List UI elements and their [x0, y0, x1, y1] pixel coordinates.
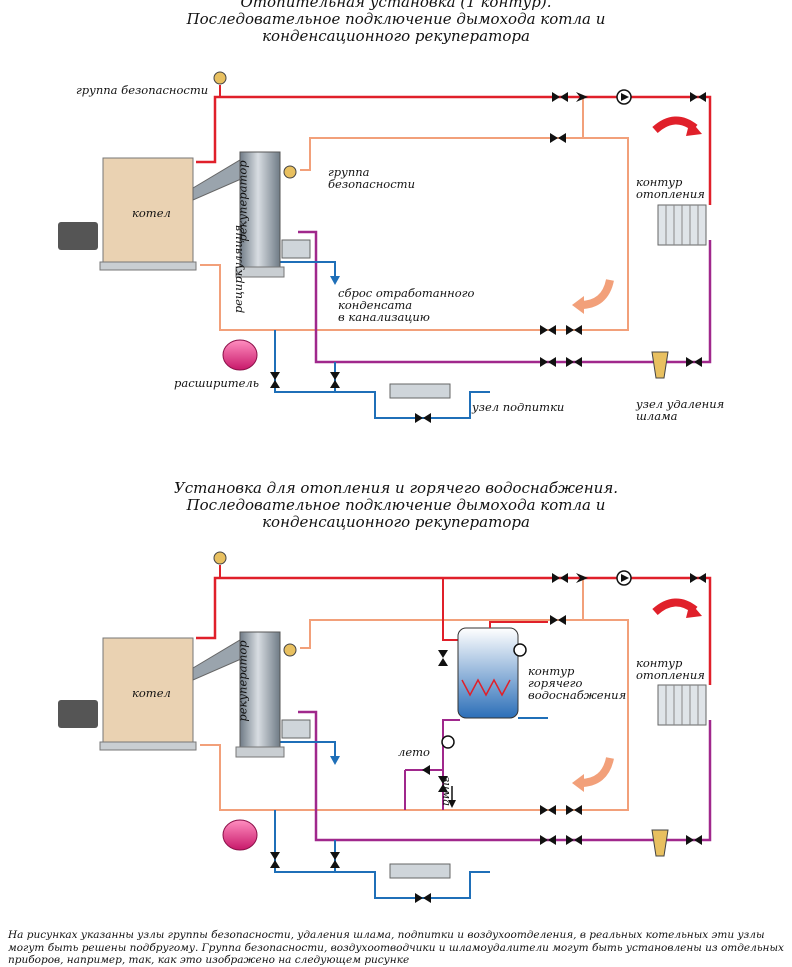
label-sludge-line2: шлама: [636, 409, 678, 423]
safety-group-icon-2: [213, 551, 227, 565]
label-expansion-tank: расширитель: [174, 376, 260, 390]
label-sludge-line1: узел удаления: [636, 397, 725, 411]
dhw-pump-icon: [513, 643, 527, 657]
makeup-unit-icon-2: [389, 863, 451, 879]
makeup-pipe: [274, 330, 490, 419]
three-way-valve-icon-2: [576, 573, 588, 583]
diagram2: [58, 551, 712, 903]
diagram1-title-line3: конденсационного рекуператора: [262, 27, 530, 45]
label-heating-circuit-2: контур отопления: [636, 657, 705, 681]
label-dhw-circuit: контур горячего водоснабжения: [528, 665, 626, 701]
sludge-separator-icon: [651, 351, 669, 379]
three-way-valve-icon: [576, 92, 588, 102]
label-boiler-2: котел: [132, 686, 171, 700]
label-summer: лето: [398, 745, 430, 759]
radiator-icon: [657, 204, 707, 246]
return-pipe-2: [298, 710, 712, 842]
label-condensate-drain: сброс отработанного конденсата в канализ…: [338, 287, 474, 323]
label-dhw-line2: горячего: [528, 676, 583, 690]
valve-icons: [270, 92, 706, 423]
diagram2-title-line1: Установка для отопления и горячего водос…: [173, 479, 619, 497]
condensate-drain-pipe: [275, 261, 336, 278]
burner-icon-2: [58, 700, 98, 728]
dhw-hot-out: [489, 621, 548, 628]
condensate-trap-2: [281, 719, 311, 739]
radiator-icon-2: [657, 684, 707, 726]
label-winter: зима: [440, 776, 454, 807]
diagram2-title-line3: конденсационного рекуператора: [262, 513, 530, 531]
boiler-base: [99, 261, 197, 271]
makeup-unit-icon: [389, 383, 451, 399]
label-heating-circuit-2-line1: контур: [636, 656, 683, 670]
label-safety-group-2-line1: группа: [328, 165, 370, 179]
recuperator-2: [239, 631, 281, 748]
flow-arrow-bottom-2: [579, 757, 614, 787]
label-heating-circuit-2-line2: отопления: [636, 668, 705, 682]
label-dhw-line1: контур: [528, 664, 575, 678]
supply-pipe: [196, 95, 712, 205]
safety-group-2b-icon: [283, 643, 297, 657]
diagram1-title: Отопительная установка (1 контур). После…: [0, 0, 792, 45]
label-recuperator-2: рекуператор: [235, 640, 250, 722]
diagram2-title-line2: Последовательное подключение дымохода ко…: [186, 496, 606, 514]
label-heating-circuit-line2: отопления: [636, 187, 705, 201]
supply-pipe-2: [196, 576, 712, 685]
label-condensate-line2: конденсата: [338, 298, 413, 312]
condensate-trap: [281, 239, 311, 259]
diagram1-title-line1: Отопительная установка (1 контур).: [240, 0, 552, 11]
boiler-base-2: [99, 741, 197, 751]
flow-arrow-bottom-head-2: [572, 774, 584, 792]
recuperator-outlet-pipe-2: [200, 619, 629, 811]
drain-arrow-head: [330, 276, 340, 285]
expansion-tank: [222, 339, 258, 371]
label-recirculation: рециркуляция: [231, 224, 246, 314]
label-dhw-line3: водоснабжения: [528, 688, 627, 702]
recuperator-base-2: [235, 746, 285, 758]
makeup-pipe-2: [274, 810, 490, 899]
return-pipe: [298, 230, 712, 364]
footnote: На рисунках указанны узлы группы безопас…: [8, 929, 784, 966]
flow-arrow-bottom: [579, 279, 614, 309]
label-safety-group-2: группа безопасности: [328, 166, 415, 190]
diagram1-title-line2: Последовательное подключение дымохода ко…: [186, 10, 606, 28]
valve-icons-2: [270, 573, 706, 903]
boiler: [102, 157, 194, 263]
flow-arrow-top-head: [686, 120, 702, 136]
label-boiler: котел: [132, 206, 171, 220]
diagram1: [58, 71, 712, 423]
drain-arrow-head-2: [330, 756, 340, 765]
condensate-drain-pipe-2: [275, 741, 336, 758]
dhw-tank: [457, 627, 519, 719]
safety-group-icon: [213, 71, 227, 85]
summer-arrow-icon: [422, 765, 430, 775]
label-condensate-line3: в канализацию: [338, 310, 430, 324]
winter-arrow-icon: [448, 800, 456, 808]
diagram2-title: Установка для отопления и горячего водос…: [0, 480, 792, 531]
flow-arrow-bottom-head: [572, 296, 584, 314]
tank-coil: [461, 678, 511, 697]
label-makeup-unit: узел подпитки: [472, 400, 565, 414]
label-heating-circuit-line1: контур: [636, 175, 683, 189]
pump-arrow: [621, 93, 629, 101]
label-condensate-line1: сброс отработанного: [338, 286, 475, 300]
boiler-2: [102, 637, 194, 743]
label-safety-group: группа безопасности: [76, 83, 209, 97]
label-safety-group-2-line2: безопасности: [328, 177, 415, 191]
pump-arrow-2: [621, 574, 629, 582]
recuperator-base: [235, 266, 285, 278]
sludge-separator-icon-2: [651, 829, 669, 857]
flow-arrow-top-head-2: [686, 602, 702, 618]
burner-icon: [58, 222, 98, 250]
dhw-supply-pipe: [442, 578, 460, 641]
expansion-tank-2: [222, 819, 258, 851]
recuperator-outlet-pipe: [200, 137, 629, 331]
safety-group-2-icon: [283, 165, 297, 179]
dhw-pump-icon-2: [441, 735, 455, 749]
label-heating-circuit: контур отопления: [636, 176, 705, 200]
label-sludge-removal: узел удаления шлама: [636, 398, 724, 422]
